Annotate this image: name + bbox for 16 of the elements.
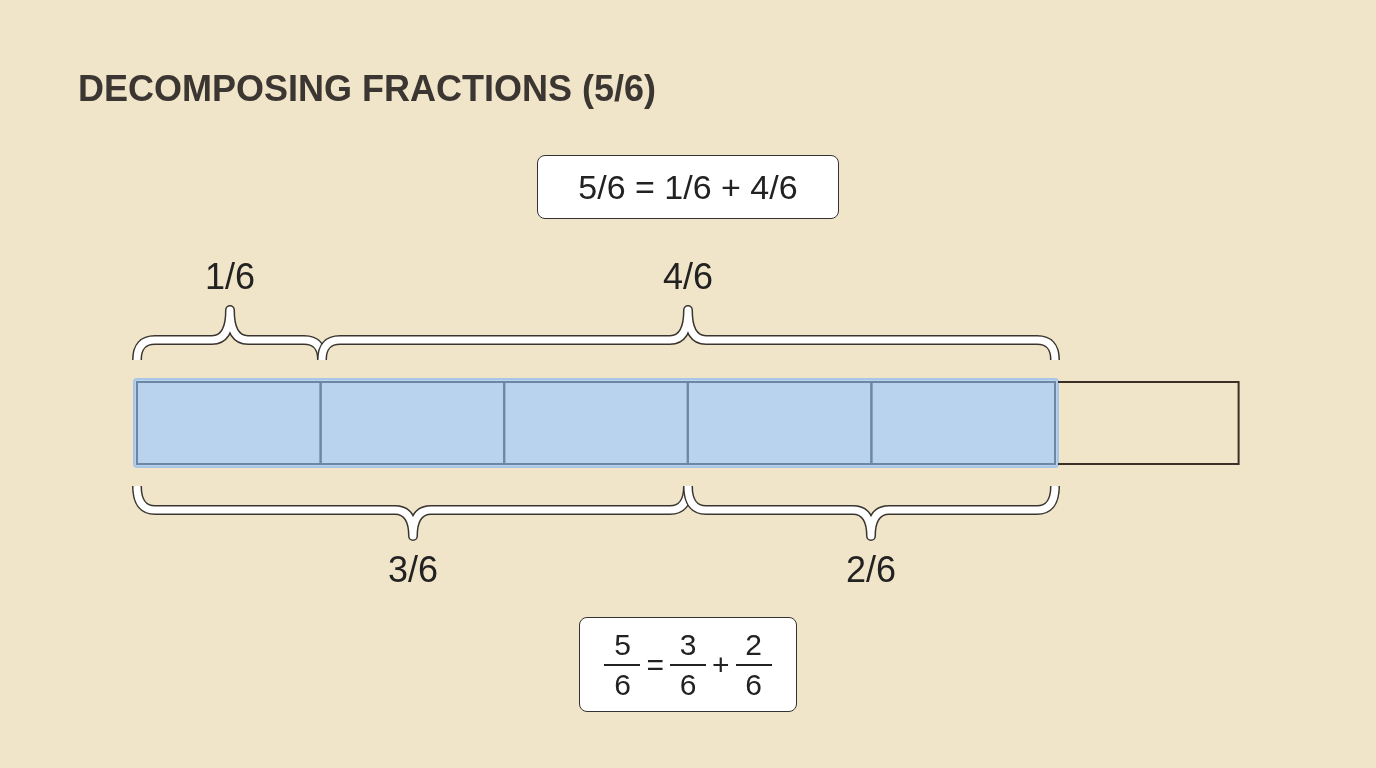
operator: + [712,647,730,683]
denominator: 6 [678,666,698,700]
denominator: 6 [744,666,763,700]
denominator: 6 [613,666,632,700]
numerator: 2 [744,629,763,663]
fraction-label: 2/6 [846,552,896,588]
numerator: 3 [678,629,698,663]
fraction-label: 3/6 [388,552,438,588]
operator: = [646,647,664,683]
equation-box [537,155,839,219]
equation-box [579,617,797,712]
fraction-label: 4/6 [663,259,713,295]
equation-text: 5/6 = 1/6 + 4/6 [578,166,798,208]
fraction-label: 1/6 [205,259,255,295]
title: DECOMPOSING FRACTIONS (5/6) [78,67,657,111]
numerator: 5 [613,629,632,663]
